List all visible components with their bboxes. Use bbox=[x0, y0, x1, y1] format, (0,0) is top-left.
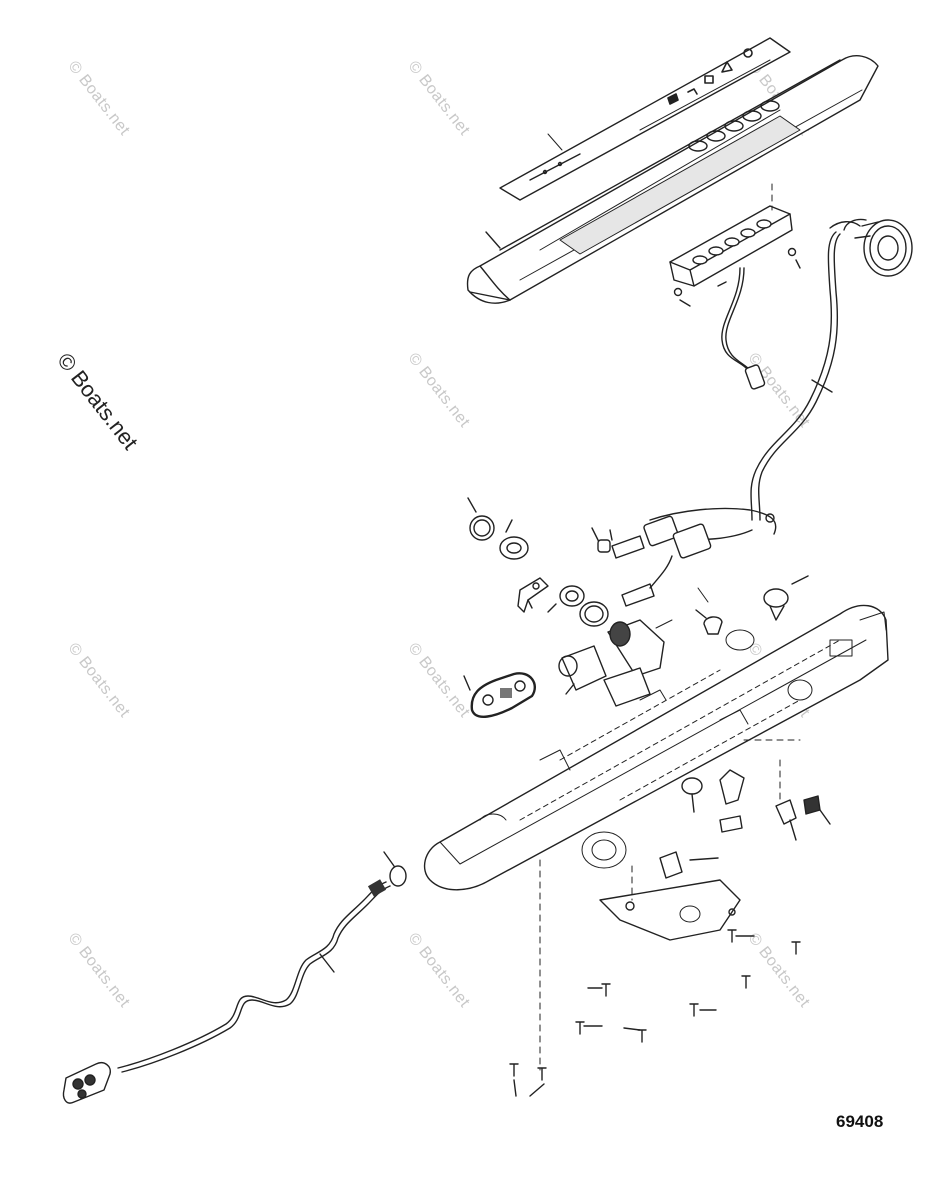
ignition-harness bbox=[591, 507, 777, 607]
lanyard-clip bbox=[62, 1062, 111, 1104]
ignition-switch-parts bbox=[467, 497, 613, 627]
button-holes bbox=[688, 100, 780, 152]
switch-body bbox=[558, 619, 665, 707]
decal-strip bbox=[499, 37, 791, 201]
bottom-plate bbox=[599, 879, 741, 941]
housing bbox=[423, 604, 889, 891]
pad-harness bbox=[721, 267, 766, 390]
screw-icon bbox=[509, 908, 801, 1097]
top-cover bbox=[466, 55, 879, 304]
label-leaders bbox=[547, 133, 709, 629]
small-plug bbox=[695, 575, 809, 635]
leader-lines bbox=[539, 183, 801, 1071]
button-pad bbox=[669, 205, 793, 287]
screw-icon bbox=[673, 247, 801, 307]
symbol-icon bbox=[667, 48, 753, 105]
tether-cord bbox=[62, 851, 407, 1104]
main-harness bbox=[750, 231, 841, 521]
connector-plug bbox=[829, 218, 913, 277]
decal-plate bbox=[463, 672, 537, 718]
small-parts bbox=[659, 769, 831, 879]
figure-number: 69408 bbox=[836, 1112, 884, 1131]
